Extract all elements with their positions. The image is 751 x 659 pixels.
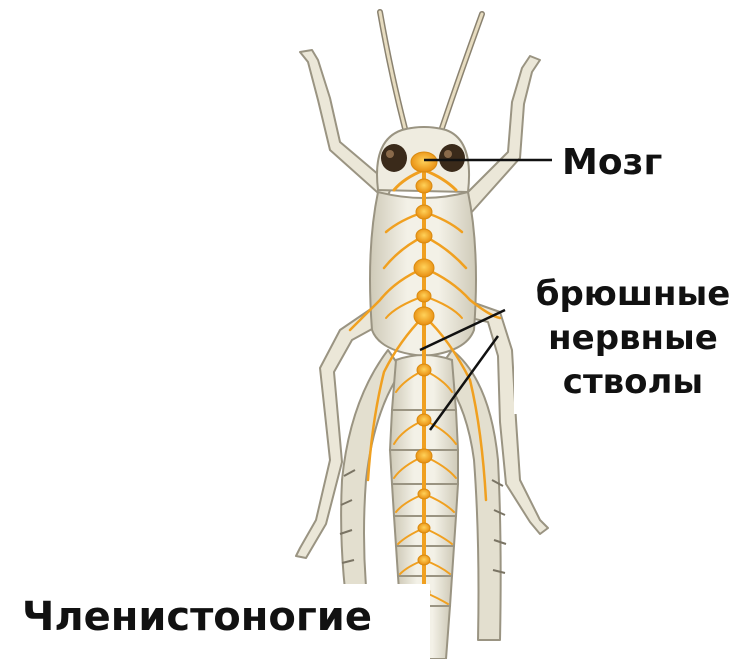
cords-label-line-1: брюшные: [523, 272, 743, 316]
antennae: [380, 12, 482, 140]
left-eye: [381, 144, 407, 172]
cords-label-line-2: нервные: [523, 316, 743, 360]
brain-ganglion: [411, 152, 437, 172]
cords-label-line-3: стволы: [523, 360, 743, 404]
ventral-nerve-cords-label: брюшные нервные стволы: [523, 272, 743, 404]
diagram-title: Членистоногие: [22, 594, 382, 640]
right-front-leg: [460, 56, 540, 214]
right-eye: [439, 144, 465, 172]
brain-label: Мозг: [562, 142, 662, 183]
